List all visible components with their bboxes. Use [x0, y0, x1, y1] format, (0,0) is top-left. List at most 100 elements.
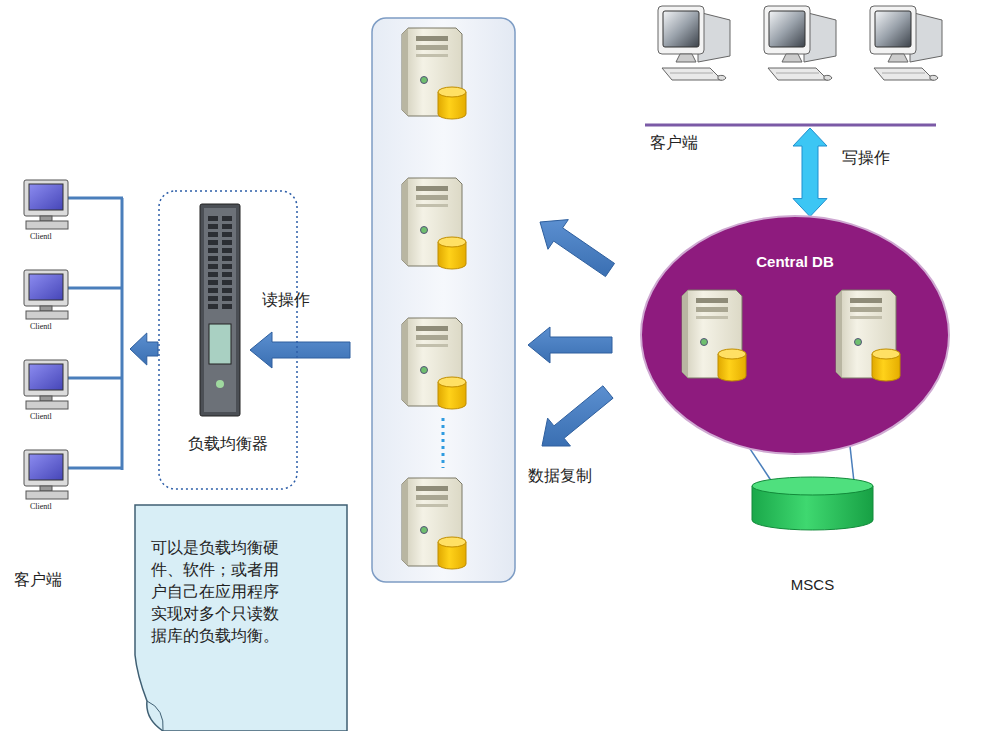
connector-line: [850, 446, 854, 482]
drawing-part: [222, 288, 232, 293]
server-icon: [402, 178, 466, 269]
drawing-part: [222, 280, 232, 285]
drawing-part: [696, 316, 728, 319]
drawing-part: [24, 180, 68, 216]
drawing-part: [888, 54, 908, 62]
drawing-part: [402, 28, 408, 116]
drawing-part: [824, 75, 832, 80]
drawing-part: [696, 307, 728, 312]
block-arrow: [542, 386, 613, 446]
node-label: 客户端: [650, 133, 698, 154]
drawing-part: [438, 377, 466, 387]
drawing-part: [222, 256, 232, 261]
node-label: Clientl: [30, 502, 52, 511]
drawing-part: [121, 198, 124, 470]
flow-label: 读操作: [262, 290, 310, 311]
block-arrow: [540, 220, 615, 277]
read-only-servers: [402, 28, 466, 569]
client-computer: [24, 450, 68, 499]
drawing-part: [29, 274, 63, 300]
drawing-part: [416, 195, 448, 200]
drawing-part: [222, 272, 232, 277]
server-icon: [402, 478, 466, 569]
drawing-part: [68, 467, 123, 470]
drawing-part: [222, 216, 232, 221]
drawing-part: [26, 311, 68, 319]
flow-label: 数据复制: [528, 466, 592, 487]
drawing-part: [40, 306, 52, 311]
drawing-part: [29, 454, 63, 480]
drawing-part: [416, 326, 448, 331]
drawing-part: [209, 324, 231, 364]
drawing-part: [40, 486, 52, 491]
drawing-part: [776, 73, 819, 74]
drawing-part: [718, 75, 726, 80]
drawing-part: [222, 304, 232, 309]
drawing-part: [696, 298, 728, 303]
drawing-part: [874, 68, 934, 80]
drawing-part: [208, 288, 218, 293]
drawing-part: [850, 298, 882, 303]
connector-line: [750, 449, 772, 482]
drawing-part: [850, 316, 882, 319]
drawing-part: [208, 224, 218, 229]
drawing-part: [208, 240, 218, 245]
drawing-part: [663, 11, 699, 47]
client-computer: [870, 6, 942, 80]
drawing-part: [29, 184, 63, 210]
drawing-part: [416, 504, 448, 507]
client-node: Clientl: [20, 450, 80, 512]
drawing-part: [402, 478, 408, 566]
drawing-part: [421, 227, 428, 234]
node-label: 负载均衡器: [158, 434, 298, 455]
server-icon: [402, 318, 466, 409]
drawing-part: [24, 450, 68, 486]
drawing-part: [222, 232, 232, 237]
drawing-part: [68, 197, 123, 200]
note-text: 可以是负载均衡硬件、软件；或者用户自己在应用程序实现对多个只读数据库的负载均衡。: [151, 537, 287, 647]
note-curl: [147, 701, 163, 731]
drawing-part: [836, 290, 842, 378]
drawing-part: [208, 248, 218, 253]
drawing-part: [208, 272, 218, 277]
drawing-part: [68, 377, 123, 380]
drawing-part: [768, 68, 828, 80]
edge-label: 写操作: [842, 148, 890, 169]
drawing-part: [718, 349, 746, 359]
note-callout: 可以是负载均衡硬件、软件；或者用户自己在应用程序实现对多个只读数据库的负载均衡。: [135, 505, 347, 731]
drawing-part: [701, 339, 708, 346]
drawing-part: [764, 6, 810, 54]
drawing-part: [416, 495, 448, 500]
load-balancer: 负载均衡器: [158, 190, 298, 490]
node-label: Clientl: [30, 412, 52, 421]
client-node: Clientl: [20, 360, 80, 422]
drawing-part: [26, 401, 68, 409]
node-shape: [640, 0, 940, 127]
drawing-part: [875, 11, 911, 47]
client-computer: [24, 180, 68, 229]
drawing-part: [662, 68, 722, 80]
load-balancer-device: [200, 204, 240, 416]
database-cluster: Central DB: [640, 215, 950, 455]
drawing-part: [850, 307, 882, 312]
drawing-part: [782, 54, 802, 62]
storage-top: [752, 477, 873, 495]
client-computer: [24, 360, 68, 409]
block-arrow: [528, 327, 612, 363]
drawing-part: [438, 87, 466, 97]
drawing-part: [416, 54, 448, 57]
drawing-part: [421, 367, 428, 374]
note-shape: [135, 505, 347, 731]
drawing-part: [416, 36, 448, 41]
client-computer: [658, 6, 730, 80]
drawing-part: [68, 287, 123, 290]
block-arrow: [250, 332, 350, 368]
drawing-part: [216, 380, 224, 388]
drawing-part: [222, 296, 232, 301]
drawing-part: [658, 6, 704, 54]
drawing-part: [208, 256, 218, 261]
drawing-part: [24, 360, 68, 396]
client-node: Clientl: [20, 180, 80, 242]
drawing-part: [670, 73, 713, 74]
